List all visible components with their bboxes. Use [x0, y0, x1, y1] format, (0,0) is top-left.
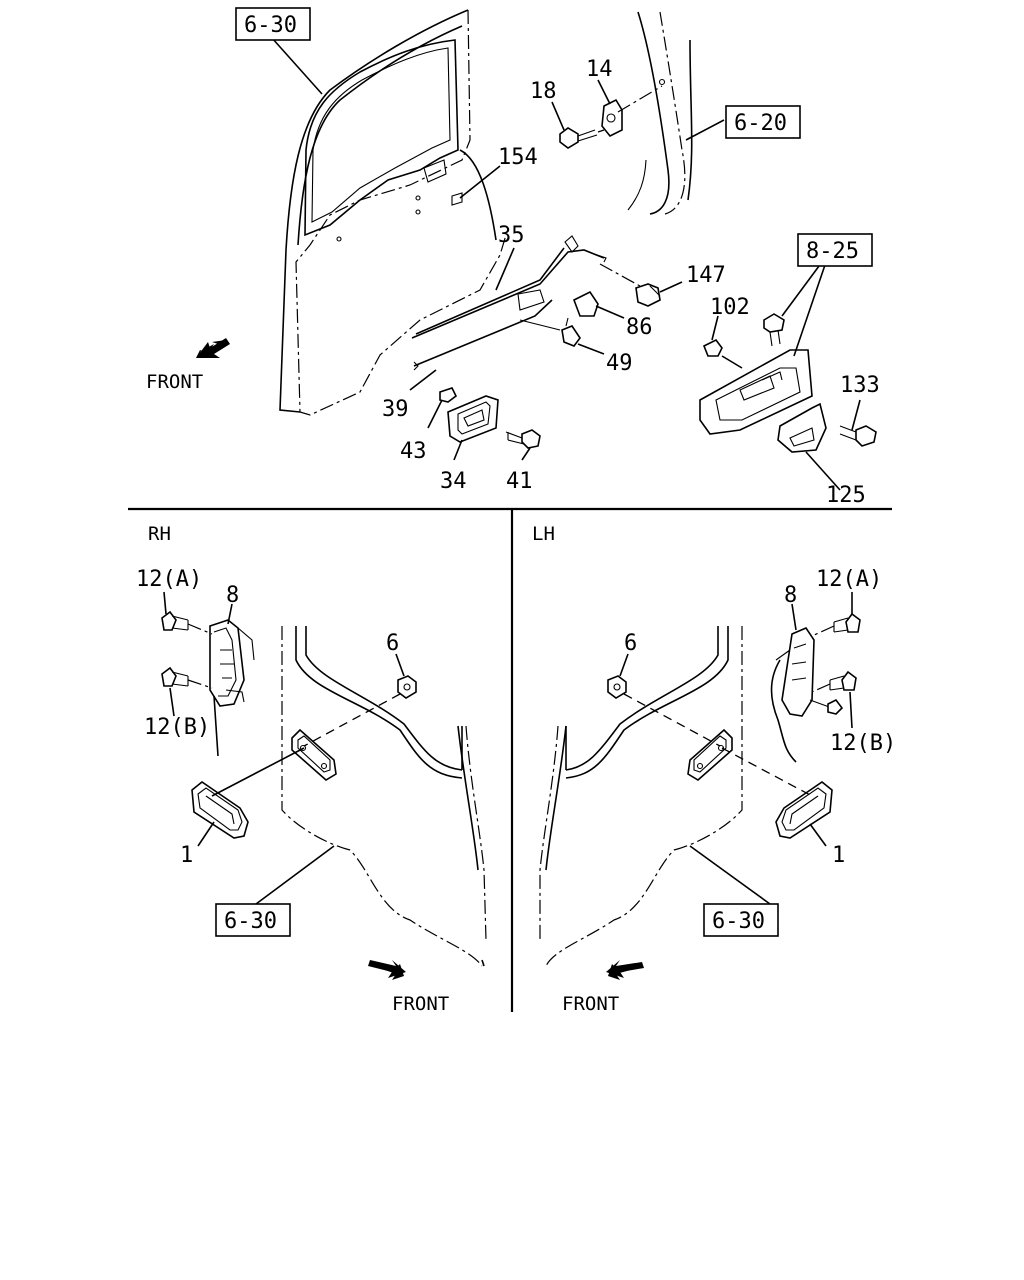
bolt-147	[635, 283, 661, 307]
lh-guide-2	[721, 747, 813, 797]
pillar-panel	[627, 11, 693, 215]
screw-41	[505, 429, 541, 449]
part-label-41: 41	[506, 469, 533, 494]
part-label-102: 102	[710, 295, 750, 320]
rh-screw-12b	[161, 666, 213, 689]
section-label-lh: LH	[532, 523, 555, 545]
lh-handle-recess	[687, 728, 733, 781]
rh-part-label-1: 1	[180, 843, 193, 868]
ref-label-6-20: 6-20	[734, 111, 787, 136]
lh-part-label-12a: 12(A)	[816, 567, 882, 592]
front-label-rh: FRONT	[392, 993, 449, 1015]
bolt-133	[839, 425, 877, 447]
lh-part-label-6: 6	[624, 631, 637, 656]
rh-part-label-6: 6	[386, 631, 399, 656]
lh-inner-handle-1	[775, 781, 833, 839]
part-label-147: 147	[686, 263, 726, 288]
part-label-125: 125	[826, 483, 866, 508]
ref-box-8-25: 8-25	[797, 233, 873, 267]
lh-leaders	[619, 592, 853, 905]
rh-part-label-8: 8	[226, 583, 239, 608]
lh-door-lock-8	[770, 627, 833, 763]
bracket-125	[777, 402, 827, 453]
rh-leaders	[163, 591, 405, 905]
lh-screw-12a	[811, 612, 861, 637]
screw-8-25	[763, 313, 785, 347]
rh-guide-2	[211, 747, 305, 797]
ref-box-6-30-top: 6-30	[235, 7, 311, 41]
ref-box-6-30-rh: 6-30	[215, 903, 291, 937]
front-arrow-top-icon	[196, 338, 230, 358]
rh-screw-12a	[161, 610, 213, 635]
rh-part-label-12b: 12(B)	[144, 715, 210, 740]
lh-door-panel	[539, 626, 743, 967]
ref-box-6-30-lh: 6-30	[703, 903, 779, 937]
ref-label-8-25: 8-25	[806, 239, 859, 264]
lh-part-label-1: 1	[832, 843, 845, 868]
clip-86	[572, 290, 599, 317]
lh-screw-12b	[811, 670, 857, 693]
ref-label-6-30-lh: 6-30	[712, 909, 765, 934]
control-rods	[411, 235, 641, 371]
ref-label-6-30-top: 6-30	[244, 13, 297, 38]
rh-handle-recess	[291, 728, 337, 781]
door-panel-top	[279, 9, 507, 416]
clip-102	[702, 338, 723, 357]
lh-clip	[827, 698, 844, 715]
rh-nut-6	[397, 675, 417, 699]
clip-43	[439, 387, 458, 403]
part-label-86: 86	[626, 315, 653, 340]
striker-14	[601, 85, 663, 138]
part-label-18: 18	[530, 79, 557, 104]
lh-nut-6	[607, 675, 627, 699]
front-arrow-rh-icon	[368, 960, 406, 980]
part-label-35: 35	[498, 223, 525, 248]
lh-part-label-8: 8	[784, 583, 797, 608]
rh-guide-1	[303, 693, 401, 747]
pull-handle-8-25	[699, 349, 813, 435]
leaders-top	[271, 37, 861, 491]
part-label-154: 154	[498, 145, 538, 170]
part-label-43: 43	[400, 439, 427, 464]
front-arrow-lh-icon	[606, 960, 644, 980]
part-label-49: 49	[606, 351, 633, 376]
front-label-top: FRONT	[146, 371, 203, 393]
rh-part-label-12a: 12(A)	[136, 567, 202, 592]
rh-door-panel	[281, 626, 487, 967]
part-label-39: 39	[382, 397, 409, 422]
escutcheon-34	[447, 395, 499, 443]
clip-49	[561, 317, 581, 347]
rh-inner-handle-1	[191, 781, 249, 839]
part-label-14: 14	[586, 57, 613, 82]
lh-guide-1	[623, 693, 721, 747]
part-label-133: 133	[840, 373, 880, 398]
front-label-lh: FRONT	[562, 993, 619, 1015]
part-label-34: 34	[440, 469, 467, 494]
bolt-18	[559, 127, 605, 149]
lh-part-label-12b: 12(B)	[830, 731, 896, 756]
section-label-rh: RH	[148, 523, 171, 545]
ref-box-6-20: 6-20	[725, 105, 801, 139]
ref-label-6-30-rh: 6-30	[224, 909, 277, 934]
rh-door-lock-8	[209, 619, 255, 757]
